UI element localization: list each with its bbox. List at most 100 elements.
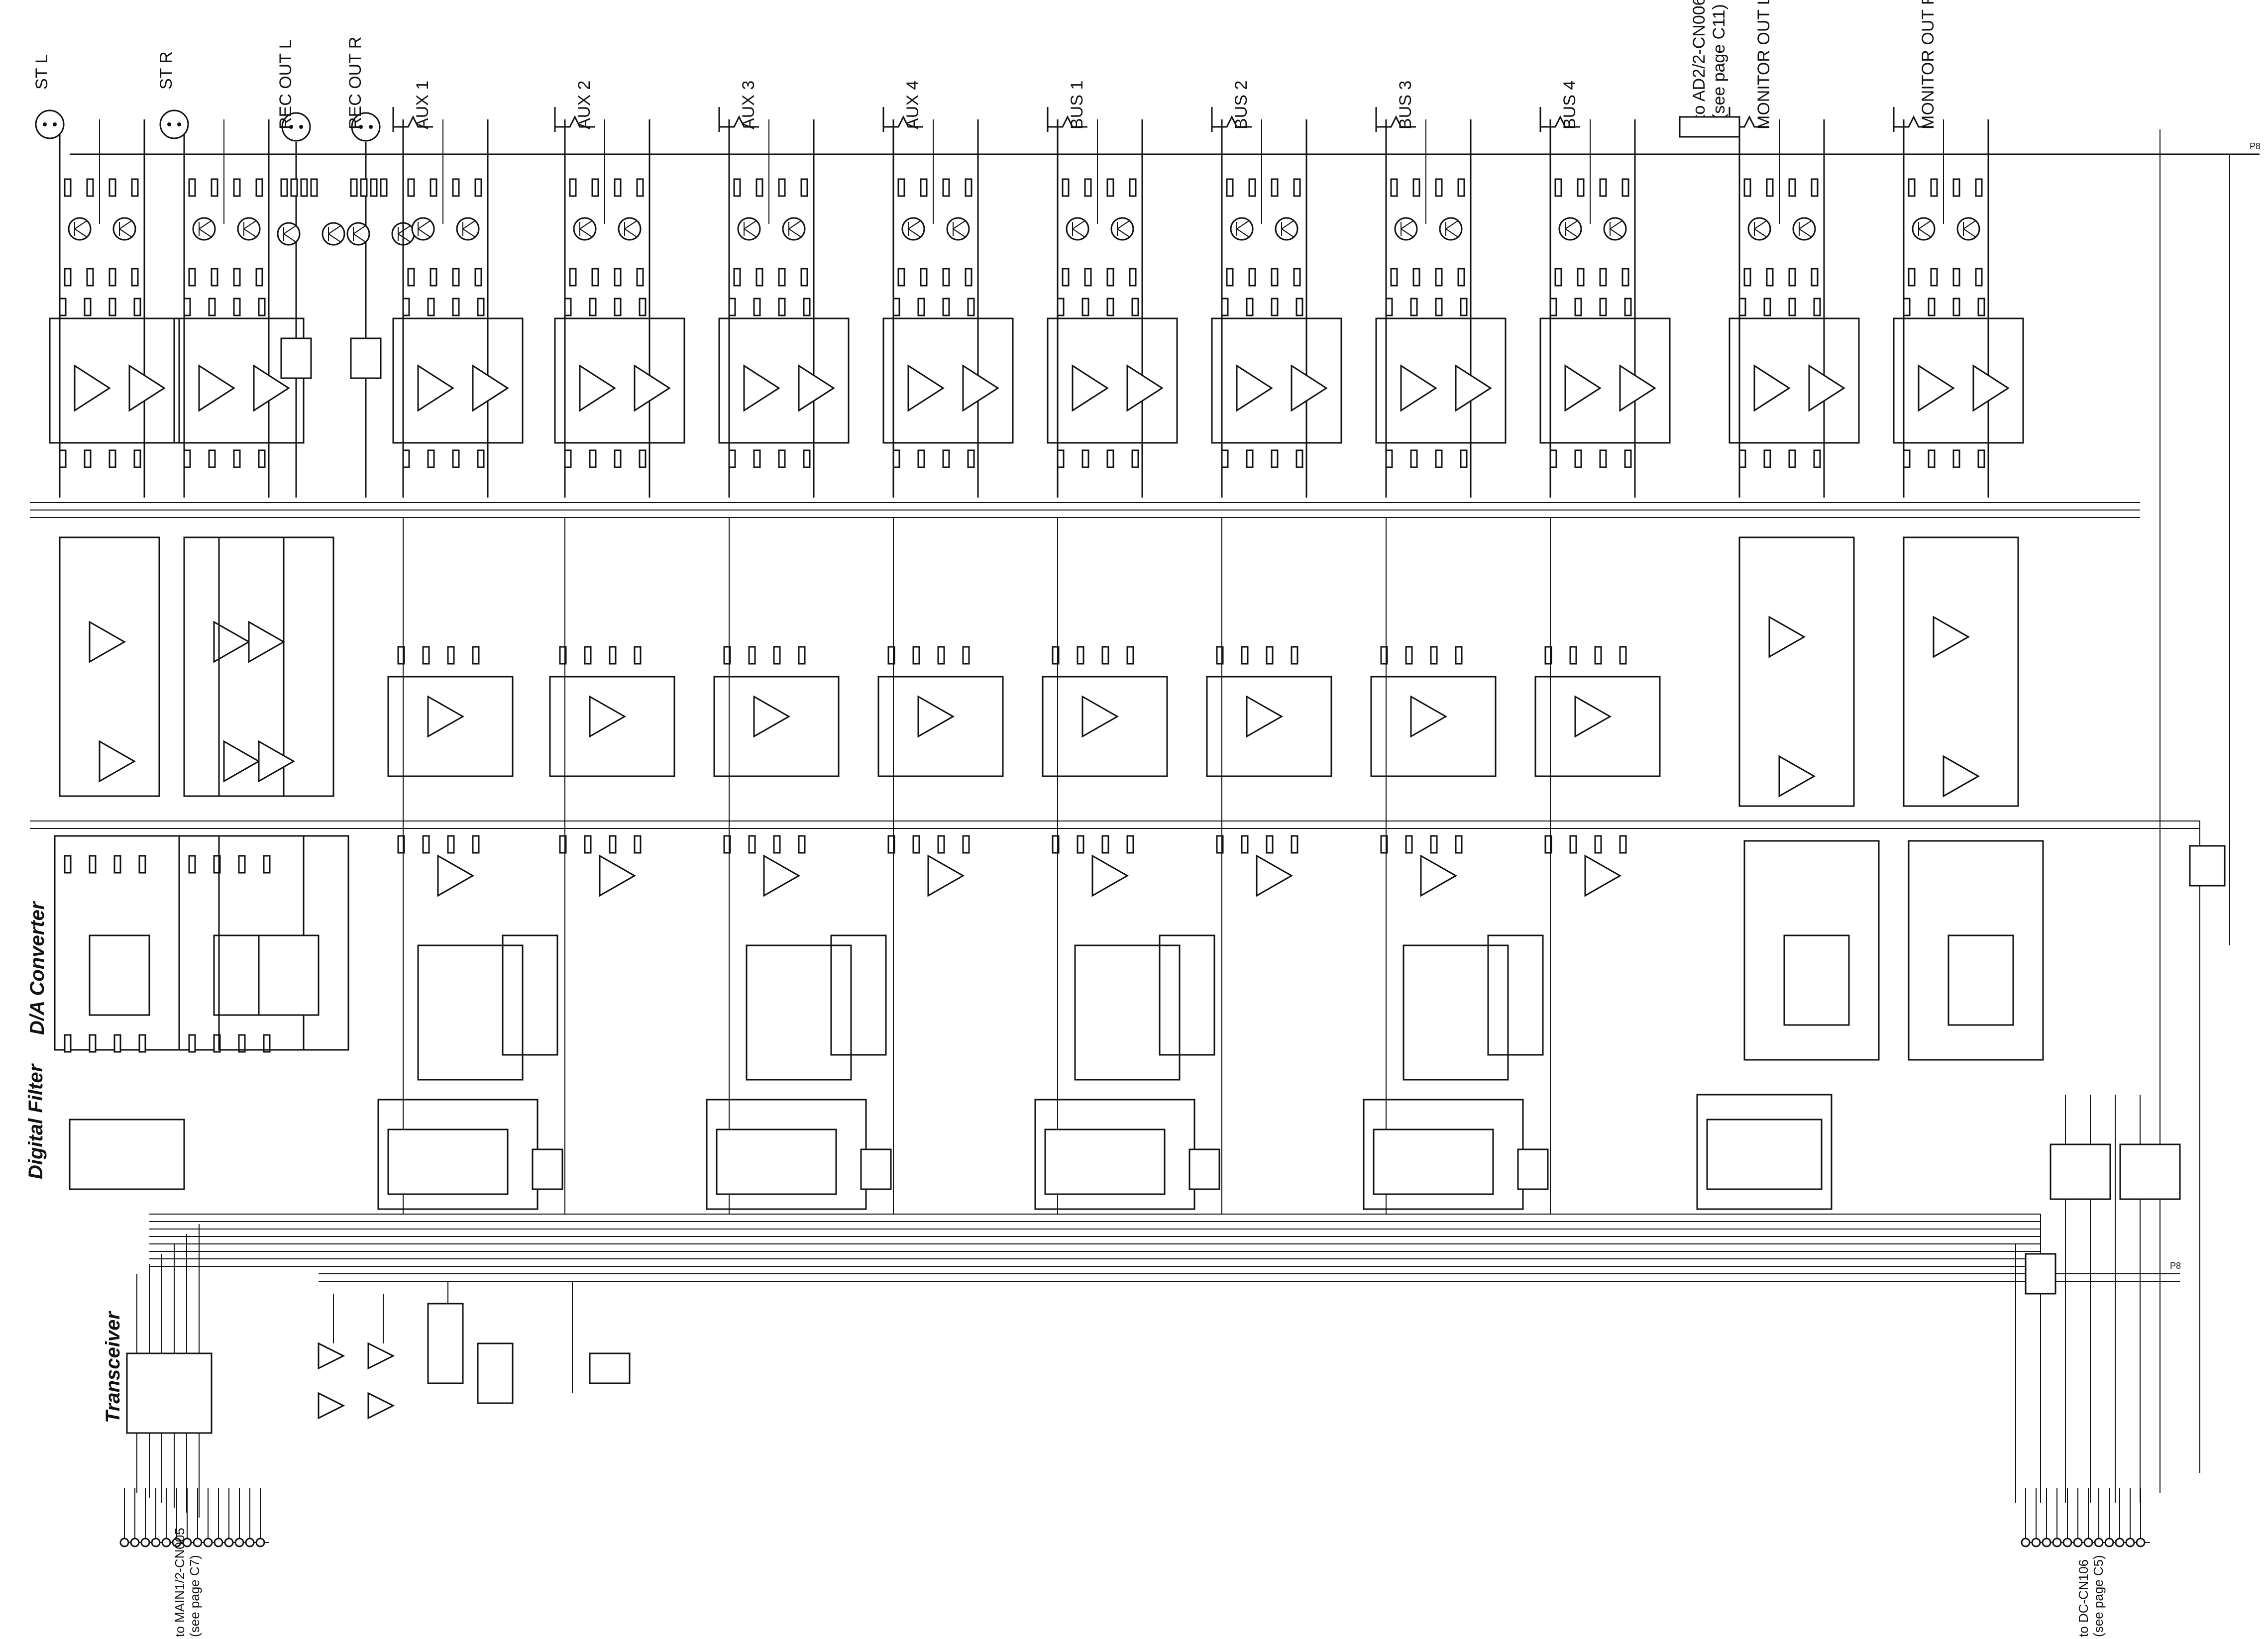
transistor xyxy=(1275,217,1298,241)
section-transceiver: Transceiver xyxy=(102,1311,124,1423)
resistor xyxy=(1106,449,1114,468)
resistor xyxy=(897,178,905,197)
transistor xyxy=(411,217,435,241)
resistor xyxy=(59,298,67,316)
transistor xyxy=(1558,217,1582,241)
op-amp xyxy=(1619,364,1656,412)
resistor xyxy=(1766,268,1774,287)
resistor xyxy=(422,646,430,665)
resistor xyxy=(258,449,266,468)
filter-box xyxy=(554,317,685,444)
resistor xyxy=(917,298,925,316)
resistor xyxy=(211,268,218,287)
op-amp xyxy=(1808,364,1845,412)
resistor xyxy=(255,178,263,197)
resistor xyxy=(1599,298,1607,316)
dc-connector: to DC-CN106 (see page C5) xyxy=(2021,1488,2150,1637)
filter-box xyxy=(49,317,180,444)
resistor xyxy=(208,449,216,468)
da-df-block xyxy=(1363,934,1549,1210)
transistor xyxy=(456,217,480,241)
resistor xyxy=(1435,268,1443,287)
resistor xyxy=(1221,449,1229,468)
resistor xyxy=(477,298,485,316)
resistor xyxy=(1928,449,1936,468)
resistor xyxy=(778,268,786,287)
transistor xyxy=(1230,217,1254,241)
op-amp xyxy=(962,364,999,412)
resistor xyxy=(1599,449,1607,468)
main-line1: to MAIN1/2-CN005 xyxy=(172,1528,187,1637)
connector-pin xyxy=(2073,1537,2083,1547)
transistor xyxy=(1956,217,1980,241)
xlr-jack xyxy=(351,112,381,142)
resistor xyxy=(803,449,811,468)
resistor xyxy=(1296,449,1303,468)
resistor xyxy=(1271,268,1279,287)
op-amp xyxy=(1943,755,1980,798)
stage-box xyxy=(549,676,675,777)
resistor xyxy=(1930,268,1938,287)
resistor xyxy=(798,646,806,665)
op-amp xyxy=(1291,364,1328,412)
resistor xyxy=(407,178,415,197)
op-amp xyxy=(589,695,627,738)
resistor xyxy=(188,178,196,197)
digital-filter-chip xyxy=(1706,1119,1823,1190)
resistor xyxy=(1788,449,1796,468)
transistor xyxy=(1394,217,1418,241)
connector-pin xyxy=(2042,1537,2052,1547)
resistor xyxy=(1975,268,1983,287)
resistor xyxy=(584,835,592,854)
resistor xyxy=(728,449,736,468)
phone-jack xyxy=(1894,115,1934,128)
resistor xyxy=(1435,298,1443,316)
connector-pin xyxy=(2031,1537,2041,1547)
resistor xyxy=(211,178,218,197)
resistor xyxy=(1246,298,1254,316)
resistor xyxy=(131,178,139,197)
digital-filter-chip xyxy=(716,1128,837,1195)
resistor xyxy=(800,268,808,287)
resistor xyxy=(1554,268,1562,287)
resistor xyxy=(474,268,482,287)
resistor xyxy=(64,178,72,197)
resistor xyxy=(1430,646,1438,665)
op-amp xyxy=(253,364,290,412)
resistor xyxy=(183,449,191,468)
resistor xyxy=(1574,449,1582,468)
resistor xyxy=(1460,298,1468,316)
op-amp xyxy=(198,364,235,412)
resistor xyxy=(937,646,945,665)
output-label: ST L xyxy=(32,54,51,90)
op-amp xyxy=(1918,364,1955,412)
op-amp xyxy=(89,620,126,663)
resistor xyxy=(1743,268,1751,287)
phone-jack xyxy=(1048,115,1087,128)
resistor xyxy=(778,449,786,468)
resistor xyxy=(188,268,196,287)
resistor xyxy=(263,855,271,874)
phone-jack xyxy=(1212,115,1252,128)
resistor xyxy=(1952,449,1960,468)
resistor xyxy=(1084,268,1092,287)
resistor xyxy=(1554,178,1562,197)
resistor xyxy=(474,178,482,197)
op-amp xyxy=(927,854,965,897)
resistor xyxy=(1081,298,1089,316)
resistor xyxy=(108,449,116,468)
channel-strip xyxy=(1370,107,1507,1214)
op-amp xyxy=(1574,695,1612,738)
resistor xyxy=(1811,268,1819,287)
resistor xyxy=(1763,449,1771,468)
channel-strip xyxy=(1042,107,1178,1214)
resistor xyxy=(748,646,756,665)
connector-pin xyxy=(161,1537,171,1547)
resistor xyxy=(1241,646,1249,665)
resistor xyxy=(773,646,781,665)
op-amp xyxy=(599,854,637,897)
op-amp xyxy=(74,364,111,412)
transistor xyxy=(68,217,92,241)
filter-box xyxy=(173,317,305,444)
resistor xyxy=(84,449,92,468)
